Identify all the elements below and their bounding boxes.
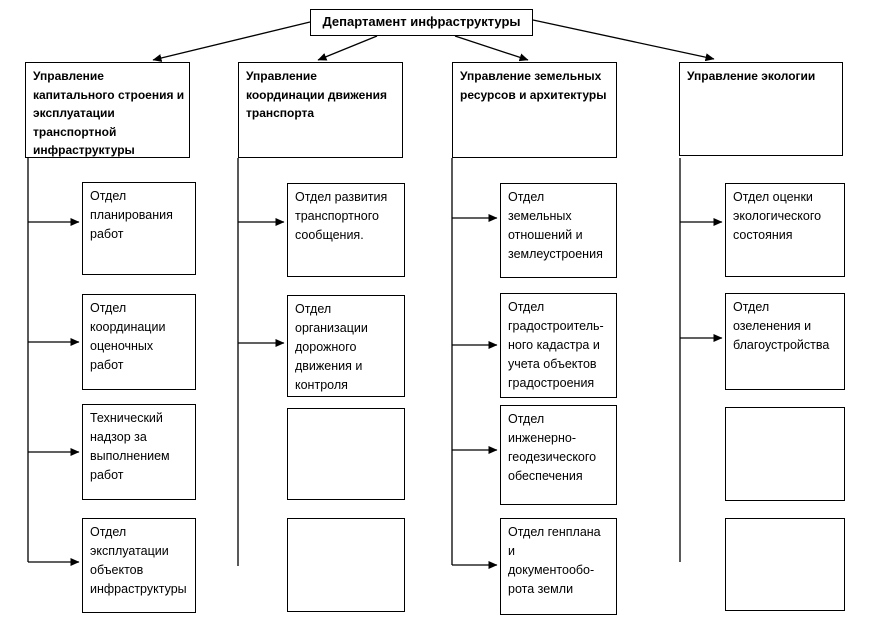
column-3-header-box: Управление земельных ресурсов и архитект… (452, 62, 617, 158)
column-3-dept-box-4: Отдел генплана и документообо- рота земл… (500, 518, 617, 615)
root-to-header-arrows (152, 19, 715, 62)
column-2-dept-box-1: Отдел развития транспортного сообщения. (287, 183, 405, 277)
column-1-dept-box-4: Отдел эксплуатации объектов инфраструкту… (82, 518, 196, 613)
column-3-connectors (451, 158, 498, 569)
column-4-dept-box-1: Отдел оценки экологического состояния (725, 183, 845, 277)
column-1-connectors (27, 158, 80, 566)
arrow-to-column-4 (532, 19, 715, 62)
column-2-dept-box-2: Отдел организации дорожного движения и к… (287, 295, 405, 397)
arrow-to-column-2 (317, 35, 378, 61)
column-4-dept-box-4 (725, 518, 845, 611)
arrow-to-column-1 (152, 21, 311, 62)
column-3-dept-box-3: Отдел инженерно- геодезического обеспече… (500, 405, 617, 505)
column-1-dept-box-1: Отдел планирования работ (82, 182, 196, 275)
column-2-connectors (237, 158, 285, 566)
column-1-dept-box-3: Технический надзор за выполнением работ (82, 404, 196, 500)
column-3-dept-box-1: Отдел земельных отношений и землеустроен… (500, 183, 617, 278)
column-2-dept-box-4 (287, 518, 405, 612)
arrow-to-column-3 (454, 35, 529, 62)
column-2-dept-box-3 (287, 408, 405, 500)
column-4-dept-box-3 (725, 407, 845, 501)
column-4-connectors (679, 158, 723, 562)
column-3-dept-box-2: Отдел градостроитель- ного кадастра и уч… (500, 293, 617, 398)
column-4-header-box: Управление экологии (679, 62, 843, 156)
column-4-dept-box-2: Отдел озеленения и благоустройства (725, 293, 845, 390)
column-1-header-box: Управление капитального строения и экспл… (25, 62, 190, 158)
column-1-dept-box-2: Отдел координации оценочных работ (82, 294, 196, 390)
root-box: Департамент инфраструктуры (310, 9, 533, 36)
column-2-header-box: Управление координации движения транспор… (238, 62, 403, 158)
